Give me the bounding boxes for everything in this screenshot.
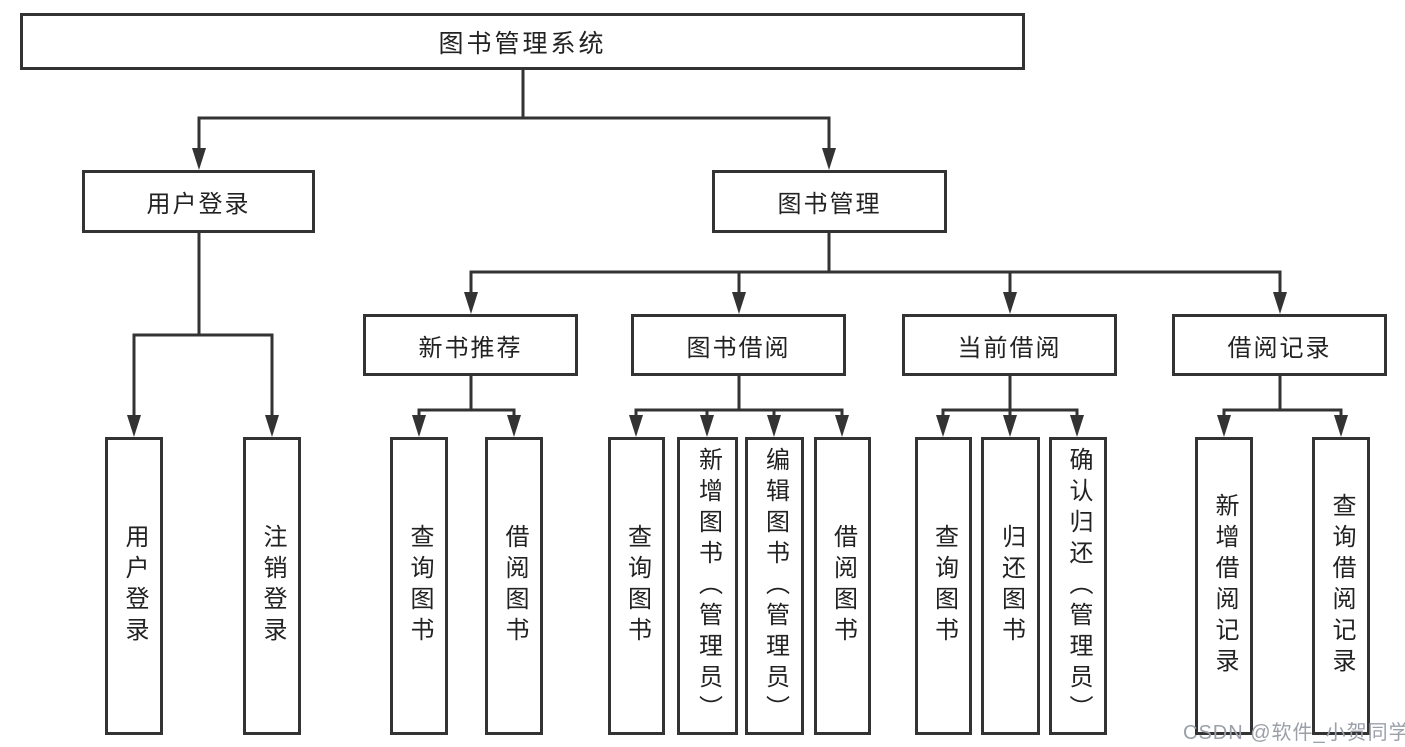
node-label: 借阅记录: [1227, 334, 1332, 362]
leaf-add-books-admin: 新增图书（管理员）: [677, 437, 738, 735]
node-label: 借阅图书: [829, 524, 857, 648]
node-library-management-system: 图书管理系统: [20, 13, 1025, 70]
arrowhead-icons: [127, 148, 1348, 437]
node-label: 用户登录: [146, 191, 251, 218]
node-label: 注销登录: [259, 524, 286, 648]
node-label: 图书管理系统: [438, 29, 607, 58]
node-label: 查询借阅记录: [1328, 493, 1355, 679]
leaf-user-login: 用户登录: [105, 437, 163, 735]
node-label: 新增图书（管理员）: [694, 446, 722, 726]
node-new-book-recommend: 新书推荐: [363, 314, 578, 376]
leaf-confirm-return-admin: 确认归还（管理员）: [1049, 437, 1107, 735]
node-label: 归还图书: [997, 524, 1025, 648]
leaf-query-books-current: 查询图书: [915, 437, 972, 735]
leaf-borrow-books-borrowing: 借阅图书: [814, 437, 871, 735]
node-label: 查询图书: [930, 524, 958, 648]
node-current-borrowing: 当前借阅: [902, 314, 1117, 376]
node-label: 编辑图书（管理员）: [761, 446, 789, 726]
node-borrowing-records: 借阅记录: [1172, 314, 1387, 376]
node-label: 图书借阅: [686, 334, 791, 362]
node-label: 用户登录: [121, 524, 148, 648]
leaf-edit-books-admin: 编辑图书（管理员）: [745, 437, 804, 735]
node-label: 图书管理: [777, 191, 882, 218]
leaf-query-books-borrowing: 查询图书: [608, 437, 665, 735]
node-label: 新书推荐: [418, 334, 523, 362]
leaf-query-borrow-record: 查询借阅记录: [1312, 437, 1370, 735]
node-label: 查询图书: [406, 524, 433, 648]
leaf-borrow-books-recommend: 借阅图书: [485, 437, 543, 735]
node-label: 查询图书: [623, 524, 651, 648]
node-label: 借阅图书: [501, 524, 528, 648]
node-label: 当前借阅: [957, 334, 1062, 362]
leaf-query-books-recommend: 查询图书: [390, 437, 448, 735]
csdn-watermark: CSDN @软件_小贺同学: [1183, 722, 1405, 744]
leaf-return-books: 归还图书: [981, 437, 1040, 735]
node-label: 确认归还（管理员）: [1065, 446, 1092, 726]
leaf-logout: 注销登录: [243, 437, 301, 735]
node-user-login: 用户登录: [82, 170, 315, 233]
node-label: 新增借阅记录: [1211, 493, 1238, 679]
leaf-add-borrow-record: 新增借阅记录: [1195, 437, 1253, 735]
node-book-management: 图书管理: [712, 170, 947, 233]
node-book-borrowing: 图书借阅: [631, 314, 846, 376]
